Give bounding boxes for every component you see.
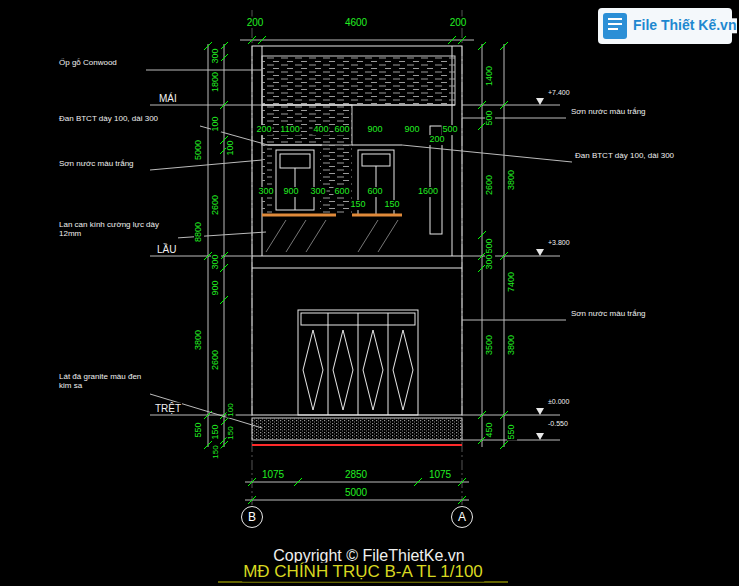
dimension: 450 xyxy=(485,421,495,438)
dimension: 200 xyxy=(255,125,272,135)
dimension: 300 xyxy=(485,253,495,270)
dimension: 8800 xyxy=(194,221,204,243)
dimension: 900 xyxy=(366,125,383,135)
level-name: TRỆT xyxy=(154,403,182,414)
note: Đan BTCT dày 100, dài 300 xyxy=(58,115,159,124)
dimension: 1075 xyxy=(428,469,452,480)
dimension: 200 xyxy=(428,135,445,145)
axis-bubble: B xyxy=(241,506,263,528)
dimension: 500 xyxy=(485,109,495,126)
note: Lát đá granite màu đen kim sa xyxy=(58,373,152,391)
dimension: 150 xyxy=(212,444,221,459)
dimension: 3800 xyxy=(507,169,517,191)
note: Sơn nước màu trắng xyxy=(58,160,135,169)
dimension: 1075 xyxy=(261,469,285,480)
dimension: 150 xyxy=(211,423,221,440)
dimension: 300 xyxy=(211,47,221,64)
axis-bubble: A xyxy=(451,506,473,528)
dimension: 400 xyxy=(312,125,329,135)
dimension: 1400 xyxy=(485,65,495,87)
dimension: 2600 xyxy=(485,174,495,196)
dimension: 200 xyxy=(449,17,468,28)
dimension: 150 xyxy=(349,200,366,210)
dimension: 3800 xyxy=(194,329,204,351)
dimension: 550 xyxy=(194,421,204,438)
level-name: LẦU xyxy=(156,244,177,255)
watermark: File Thiết Kế.vn xyxy=(632,18,737,33)
dimension: 600 xyxy=(333,187,350,197)
dimension: 500 xyxy=(485,237,495,254)
dimension: 600 xyxy=(366,187,383,197)
dimension: 200 xyxy=(246,17,265,28)
note: Sơn nước màu trắng xyxy=(570,108,647,117)
dimension: 300 xyxy=(211,253,221,270)
dimension: 550 xyxy=(507,423,517,440)
note: Đan BTCT dày 100, dài 300 xyxy=(574,152,675,161)
dimension: 2850 xyxy=(344,469,368,480)
level-mark: ±0.000 xyxy=(547,398,570,406)
dimension: 3500 xyxy=(485,334,495,356)
axis-label: B xyxy=(248,510,256,524)
dimension: 100 xyxy=(227,402,236,417)
dimension: 150 xyxy=(383,200,400,210)
axis-label: A xyxy=(458,510,466,524)
dimension: 2600 xyxy=(211,349,221,371)
dimension: 100 xyxy=(211,115,221,132)
level-name: MÁI xyxy=(158,93,178,104)
level-mark: -0.550 xyxy=(547,420,569,428)
dimension: 900 xyxy=(403,125,420,135)
dimension: 150 xyxy=(227,425,236,440)
dimension: 1800 xyxy=(211,71,221,93)
note: Ốp gỗ Conwood xyxy=(58,59,118,68)
dimension: 5000 xyxy=(344,487,368,498)
dimension: 100 xyxy=(226,139,236,156)
dimension: 1100 xyxy=(279,125,300,135)
dimension: 7400 xyxy=(507,271,517,293)
level-mark: +7.400 xyxy=(547,89,571,97)
dimension: 600 xyxy=(333,125,350,135)
level-mark: +3.800 xyxy=(547,239,571,247)
dimension: 900 xyxy=(282,187,299,197)
drawing-title: MĐ CHÍNH TRỤC B-A TL 1/100 xyxy=(242,563,484,582)
dimension: 4600 xyxy=(344,17,368,28)
dimension: 500 xyxy=(441,125,458,135)
note: Lan can kính cường lực dày 12mm xyxy=(58,221,178,239)
dimension: 3800 xyxy=(507,334,517,356)
dimension: 300 xyxy=(257,187,274,197)
dimension: 900 xyxy=(211,279,221,296)
dimension: 5000 xyxy=(194,139,204,161)
dimension: 300 xyxy=(309,187,326,197)
dimension: 2600 xyxy=(211,194,221,216)
dimension: 1600 xyxy=(417,187,439,197)
note: Sơn nước màu trắng xyxy=(570,310,647,319)
